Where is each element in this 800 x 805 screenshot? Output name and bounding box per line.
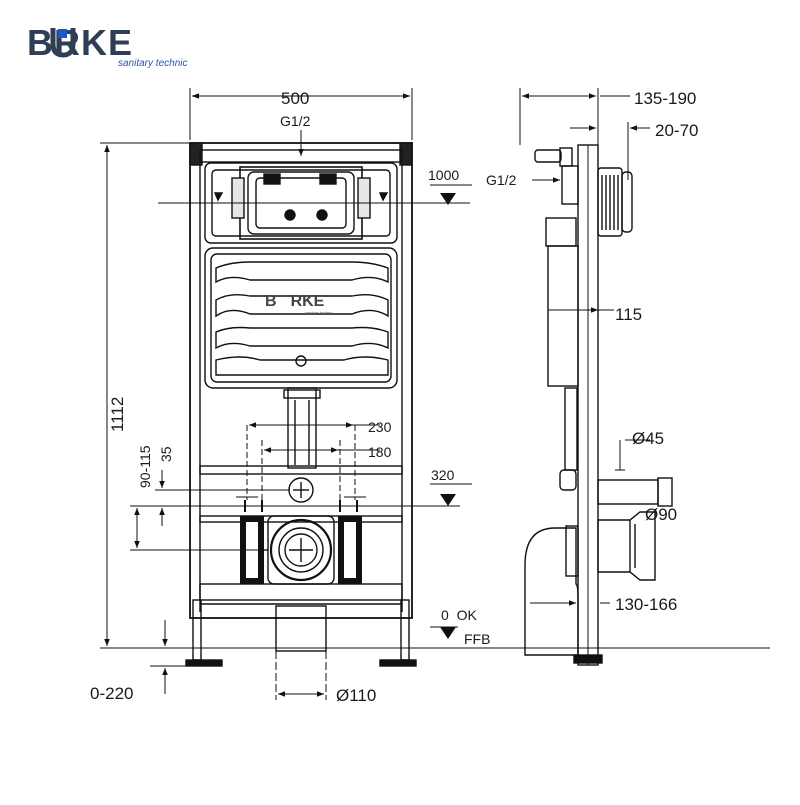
tank-label: 115 [615,305,642,324]
front-inlet-label: G1/2 [280,113,311,129]
brand-tagline: sanitary technic [118,58,187,69]
floor-ffb-label: FFB [464,631,490,647]
floor-ok-label: 0 OK [441,607,477,623]
offset-label: 35 [158,446,174,462]
flush-height-label: 1000 [428,167,459,183]
side-view [519,88,673,666]
outlet-label: Ø90 [645,505,677,524]
panel-brand-tagline: sanitary technic [305,310,333,315]
side-view-labels: 135-190 20-70 G1/2 115 Ø45 Ø90 130-166 [486,89,698,614]
brand-name-prefix: B [27,22,54,63]
bolt-inner-label: 180 [368,444,392,460]
cistern-tank [204,247,398,389]
wall-label: 20-70 [655,121,698,140]
drain-label: Ø110 [336,686,376,705]
height-label: 1112 [108,397,127,432]
side-flush-pipe [597,479,659,505]
side-inlet-label: G1/2 [486,172,517,188]
brand-u-glyph [50,28,76,58]
svg-text:BRKE: BRKE [27,22,133,63]
leg-range-label: 0-220 [90,684,133,703]
side-bend-pipe [524,527,579,656]
pipe-label: Ø45 [632,429,664,448]
bolt-height-label: 320 [431,467,455,483]
brand-logo: BRKE sanitary technic [27,22,187,69]
width-label: 500 [281,89,309,108]
drain-pipe [275,605,327,652]
depth-label: 135-190 [634,89,696,108]
bolt-outer-label: 230 [368,419,392,435]
bend-label: 130-166 [615,595,677,614]
range-label: 90-115 [137,445,153,488]
side-cistern [545,217,577,247]
front-view-labels: 500 G1/2 1000 230 180 320 0 OK FFB Ø110 … [90,89,490,705]
flush-pipe [287,387,317,469]
drain-connector [269,518,333,582]
brand-accent-square [58,29,67,38]
side-outlet [597,511,656,581]
